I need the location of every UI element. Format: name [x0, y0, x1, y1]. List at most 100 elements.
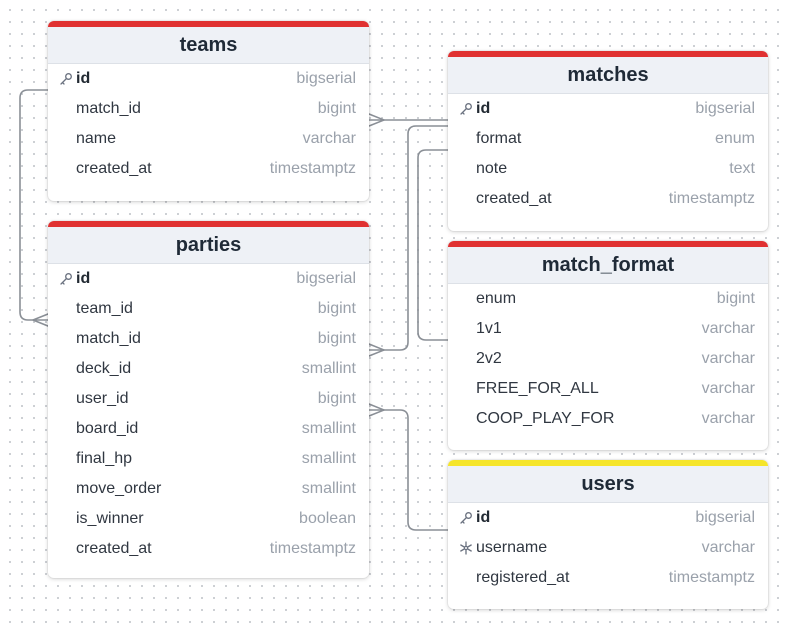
crowfoot-parties-user-id [368, 403, 385, 417]
table-header[interactable]: users [448, 460, 768, 503]
field-type: text [729, 160, 755, 177]
field-type: boolean [299, 510, 356, 527]
table-title: match_format [541, 253, 675, 276]
field-row-registered-at[interactable]: registered_at timestamptz [448, 563, 768, 593]
table-header[interactable]: matches [448, 51, 768, 94]
field-type: smallint [301, 480, 356, 497]
field-row-free-for-all[interactable]: FREE_FOR_ALL varchar [448, 374, 768, 404]
field-name: 2v2 [476, 350, 502, 367]
field-row-move-order[interactable]: move_order smallint [48, 474, 369, 504]
table-users[interactable]: users id bigserial username varchar regi… [448, 460, 768, 609]
field-row-coop-play-for[interactable]: COOP_PLAY_FOR varchar [448, 404, 768, 434]
crowfoot-parties-match-id [368, 343, 385, 357]
field-name: username [476, 539, 548, 556]
field-name: id [76, 270, 91, 287]
table-teams[interactable]: teams id bigserial match_id bigint name … [48, 21, 369, 201]
link-teams-id-to-parties-team-id [19, 89, 49, 321]
field-row-id[interactable]: id bigserial [448, 503, 768, 533]
field-type: bigserial [695, 100, 755, 117]
field-row-user-id[interactable]: user_id bigint [48, 384, 369, 414]
snowflake-icon [458, 533, 474, 563]
field-row-final-hp[interactable]: final_hp smallint [48, 444, 369, 474]
field-name: note [476, 160, 508, 177]
field-type: timestamptz [668, 569, 755, 586]
field-name: FREE_FOR_ALL [476, 380, 599, 397]
key-icon [458, 503, 474, 533]
field-type: timestamptz [668, 190, 755, 207]
field-type: bigint [317, 300, 356, 317]
field-type: varchar [302, 130, 356, 147]
field-name: format [476, 130, 522, 147]
field-row-2v2[interactable]: 2v2 varchar [448, 344, 768, 374]
field-row-board-id[interactable]: board_id smallint [48, 414, 369, 444]
field-name: move_order [76, 480, 162, 497]
link-matches-id-to-parties-match-id [368, 125, 449, 351]
field-row-format[interactable]: format enum [448, 124, 768, 154]
table-match-format[interactable]: match_format enum bigint 1v1 varchar 2v2… [448, 241, 768, 450]
field-name: COOP_PLAY_FOR [476, 410, 615, 427]
field-type: bigserial [296, 270, 356, 287]
field-row-created-at[interactable]: created_at timestamptz [48, 154, 369, 184]
field-name: match_id [76, 100, 141, 117]
field-name: board_id [76, 420, 139, 437]
field-name: id [476, 100, 491, 117]
field-row-id[interactable]: id bigserial [448, 94, 768, 124]
table-header[interactable]: parties [48, 221, 369, 264]
table-title: parties [175, 233, 242, 256]
link-matches-format-to-match-format [417, 149, 449, 341]
field-name: deck_id [76, 360, 132, 377]
table-matches[interactable]: matches id bigserial format enum note te… [448, 51, 768, 231]
field-name: is_winner [76, 510, 144, 527]
field-type: smallint [301, 360, 356, 377]
field-name: user_id [76, 390, 129, 407]
table-title: matches [567, 63, 649, 86]
field-type: bigint [716, 290, 755, 307]
field-name: team_id [76, 300, 133, 317]
field-type: bigserial [296, 70, 356, 87]
field-row-created-at[interactable]: created_at timestamptz [48, 534, 369, 564]
field-type: varchar [701, 320, 755, 337]
table-title: users [581, 472, 635, 495]
field-name: match_id [76, 330, 141, 347]
field-type: bigserial [695, 509, 755, 526]
field-name: created_at [76, 160, 152, 177]
field-type: timestamptz [269, 160, 356, 177]
field-name: id [476, 509, 491, 526]
field-row-team-id[interactable]: team_id bigint [48, 294, 369, 324]
table-parties[interactable]: parties id bigserial team_id bigint matc… [48, 221, 369, 578]
field-row-match-id[interactable]: match_id bigint [48, 94, 369, 124]
field-type: bigint [317, 330, 356, 347]
field-name: name [76, 130, 117, 147]
field-row-id[interactable]: id bigserial [48, 264, 369, 294]
field-type: smallint [301, 420, 356, 437]
key-icon [58, 264, 74, 294]
field-name: id [76, 70, 91, 87]
field-row-username[interactable]: username varchar [448, 533, 768, 563]
crowfoot-parties-team-id [32, 313, 49, 327]
field-row-id[interactable]: id bigserial [48, 64, 369, 94]
field-row-deck-id[interactable]: deck_id smallint [48, 354, 369, 384]
key-icon [58, 64, 74, 94]
field-row-is-winner[interactable]: is_winner boolean [48, 504, 369, 534]
field-type: bigint [317, 390, 356, 407]
field-row-note[interactable]: note text [448, 154, 768, 184]
field-type: enum [714, 130, 755, 147]
table-title: teams [179, 33, 238, 56]
link-users-id-to-parties-user-id [368, 409, 449, 531]
field-row-name[interactable]: name varchar [48, 124, 369, 154]
field-row-created-at[interactable]: created_at timestamptz [448, 184, 768, 214]
field-type: smallint [301, 450, 356, 467]
field-row-enum[interactable]: enum bigint [448, 284, 768, 314]
field-name: enum [476, 290, 517, 307]
field-name: created_at [76, 540, 152, 557]
key-icon [458, 94, 474, 124]
field-name: created_at [476, 190, 552, 207]
field-type: bigint [317, 100, 356, 117]
field-row-1v1[interactable]: 1v1 varchar [448, 314, 768, 344]
field-type: timestamptz [269, 540, 356, 557]
table-header[interactable]: match_format [448, 241, 768, 284]
table-header[interactable]: teams [48, 21, 369, 64]
field-row-match-id[interactable]: match_id bigint [48, 324, 369, 354]
field-name: 1v1 [476, 320, 502, 337]
field-type: varchar [701, 380, 755, 397]
